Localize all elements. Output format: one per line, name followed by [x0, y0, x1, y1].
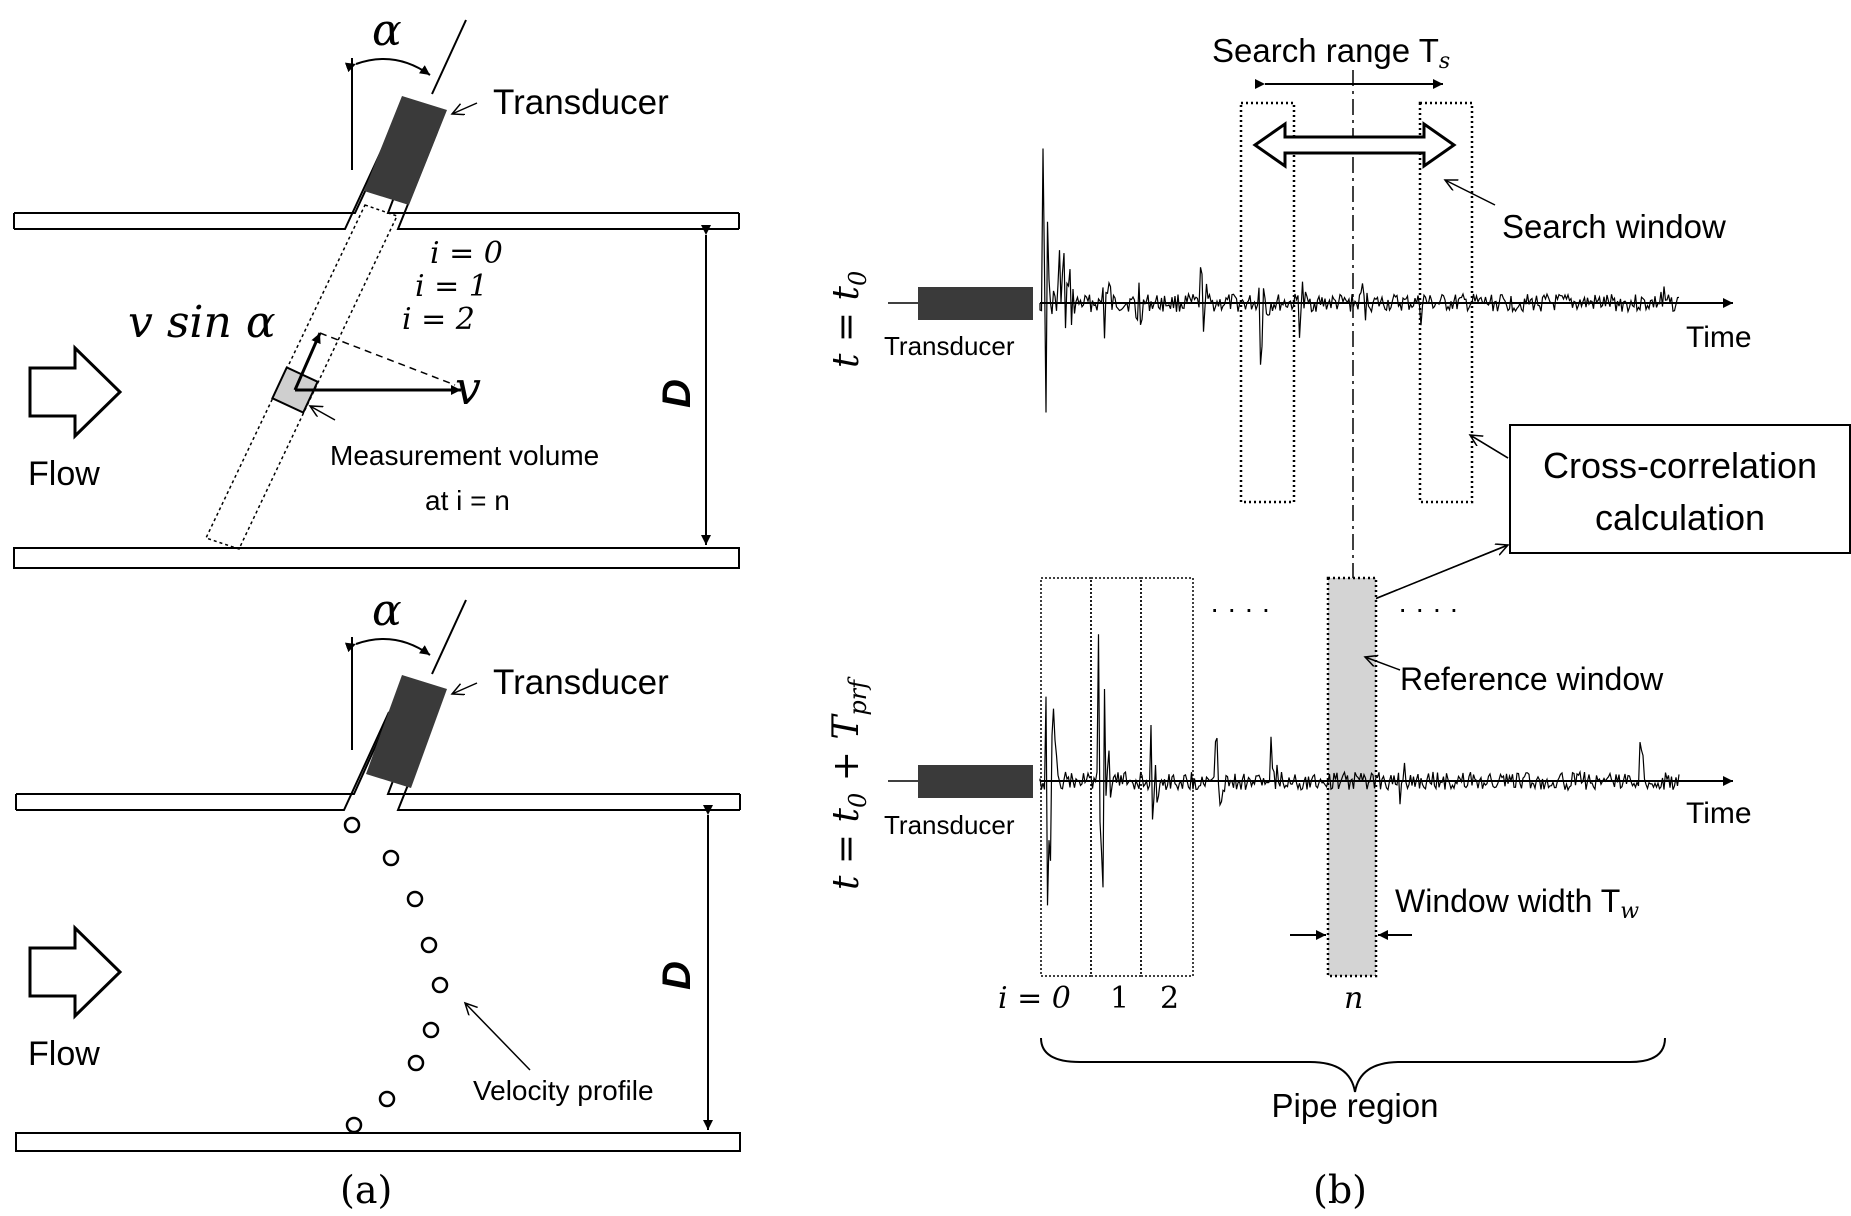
transducer-b-top: [918, 287, 1033, 320]
pipe-region-label: Pipe region: [1272, 1087, 1439, 1124]
dots-right: · · · ·: [1398, 593, 1459, 624]
cross-correlation-box: [1509, 424, 1851, 554]
flow-label-top: Flow: [28, 455, 100, 493]
index-1: 1: [1110, 981, 1129, 1016]
signal-top: [1039, 148, 1680, 413]
velocity-profile: [343, 816, 449, 1134]
flow-arrow-bottom: [28, 924, 123, 1020]
index-n: n: [1344, 981, 1363, 1016]
search-range-label: Search range Ts: [1212, 32, 1450, 74]
transducer-bottom: [366, 675, 447, 788]
i2-label: i = 2: [402, 302, 475, 337]
index-2: 2: [1160, 981, 1179, 1016]
time-label-top: Time: [1686, 321, 1752, 354]
flow-label-bottom: Flow: [28, 1035, 100, 1073]
transducer-top: [364, 96, 447, 205]
transducer-b-top-label: Transducer: [884, 331, 1015, 361]
cross-correlation-label-1: Cross-correlation: [1543, 445, 1817, 486]
pipe-region-brace: [1040, 1037, 1666, 1093]
reference-window-label: Reference window: [1400, 661, 1664, 697]
transducer-b-bottom-label: Transducer: [884, 810, 1015, 840]
transducer-label-top: Transducer: [493, 83, 669, 122]
measurement-volume-label: Measurement volume: [330, 440, 599, 471]
alpha-label-top: α: [372, 5, 402, 56]
panel-b-caption: (b): [1313, 1168, 1367, 1212]
signal-bottom: [1039, 634, 1680, 906]
cross-correlation-label-2: calculation: [1595, 497, 1765, 538]
time-label-bottom: Time: [1686, 797, 1752, 830]
i1-label: i = 1: [415, 269, 488, 304]
flow-arrow-top: [28, 344, 123, 440]
diameter-label-top: D: [655, 379, 699, 408]
v-label: v: [455, 361, 481, 415]
panel-a-top: α Transducer i = 0 i = 1 i = 2 v sin α v…: [13, 5, 740, 569]
t-top-label: t = t0: [826, 271, 872, 368]
window-width-label: Window width Tw: [1395, 883, 1639, 924]
transducer-label-bottom: Transducer: [493, 663, 669, 702]
transducer-b-bottom: [918, 765, 1033, 798]
search-window-left: [1239, 101, 1296, 504]
panel-a-caption: (a): [340, 1168, 392, 1212]
index-i0: i = 0: [998, 981, 1071, 1016]
alpha-label-bottom: α: [372, 585, 402, 636]
search-double-arrow: [1252, 121, 1457, 169]
t-bottom-label: t = t0 + Tprf: [826, 676, 872, 890]
dots-left: · · · ·: [1210, 593, 1271, 624]
beam-top: [204, 204, 399, 550]
i0-label: i = 0: [430, 236, 503, 271]
vsin-label: v sin α: [128, 297, 276, 348]
panel-b: Search range Ts Search window Transducer…: [826, 32, 1851, 1124]
diameter-label-bottom: D: [655, 961, 699, 990]
measurement-volume-label-2: at i = n: [425, 485, 510, 516]
search-window-label: Search window: [1502, 208, 1726, 245]
panel-a-bottom: α Transducer Velocity profile D Flow: [15, 585, 741, 1152]
velocity-profile-label: Velocity profile: [473, 1075, 654, 1106]
